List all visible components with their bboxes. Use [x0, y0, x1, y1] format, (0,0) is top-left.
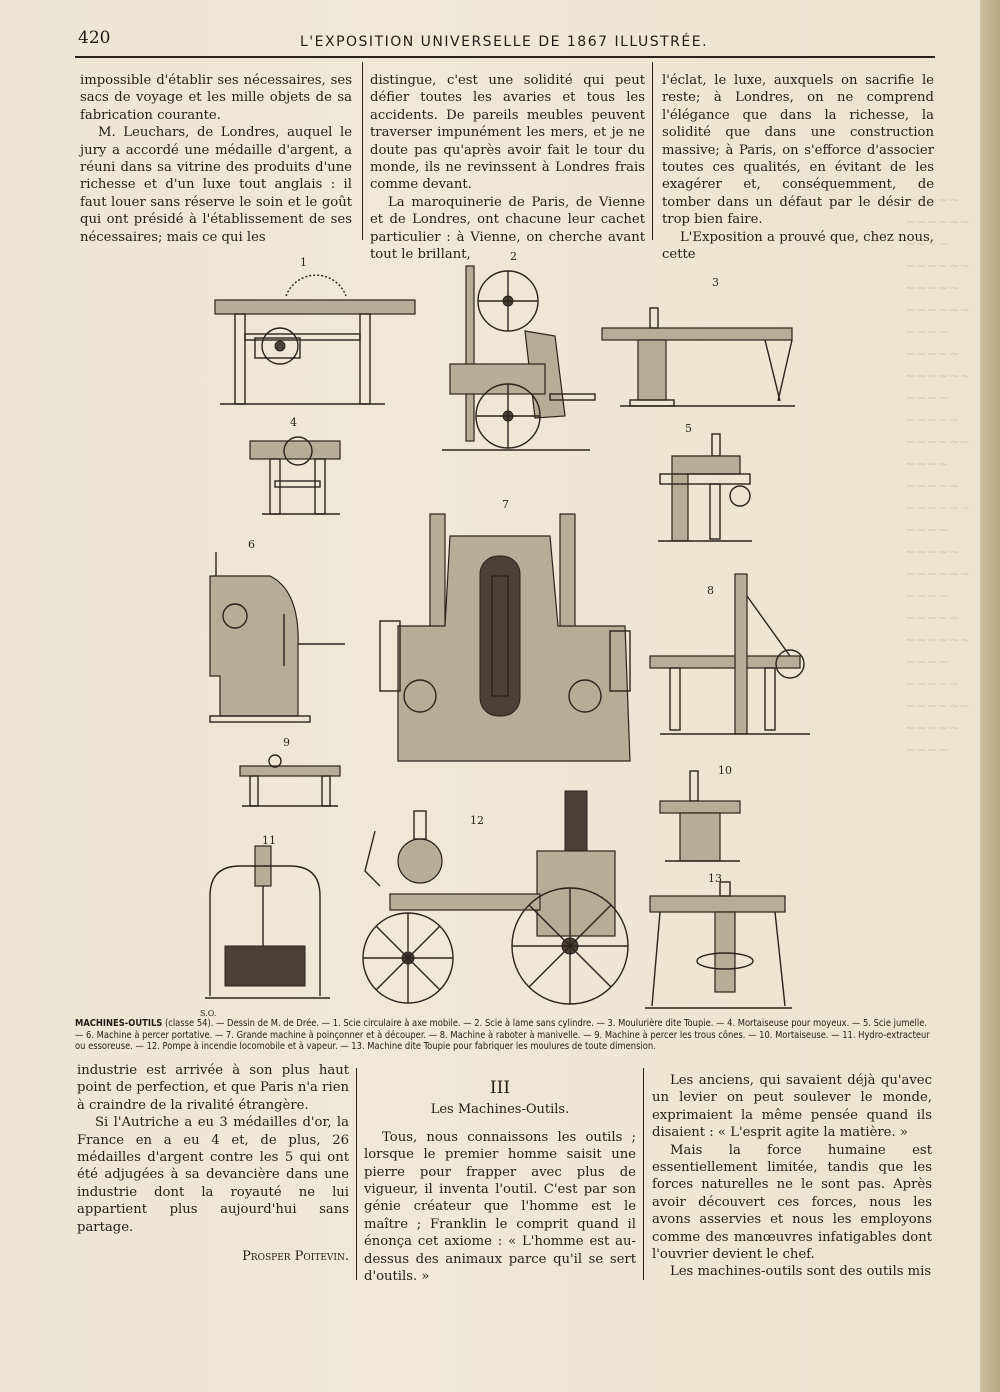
machine-5-scie-jumelle: 5	[658, 422, 752, 542]
machine-9-percer-cones: 9	[239, 736, 341, 807]
machine-8-raboter: 8	[649, 573, 810, 735]
paragraph: M. Leuchars, de Londres, auquel le jury …	[80, 125, 352, 245]
figure-label-8: 8	[707, 584, 714, 597]
figure-label-7: 7	[502, 498, 509, 511]
paragraph: Tous, nous connaissons les outils ; lors…	[364, 1129, 636, 1285]
paragraph: distingue, c'est une solidité qui peut d…	[370, 73, 645, 193]
top-column-1: impossible d'établir ses nécessaires, se…	[80, 72, 352, 246]
machine-tools-engraving: 1 2	[200, 250, 810, 1018]
machine-12-pompe-incendie: 12	[362, 790, 629, 1005]
artist-mark: S.O.	[200, 1009, 216, 1018]
running-title: L'EXPOSITION UNIVERSELLE DE 1867 ILLUSTR…	[300, 34, 709, 50]
paragraph: Les machines-outils sont des outils mis	[670, 1264, 932, 1280]
author-signature: Prosper Poitevin.	[242, 1249, 349, 1265]
paragraph: Mais la force humaine est essentiellemen…	[652, 1142, 932, 1263]
column-divider	[362, 62, 363, 240]
section-number: III	[489, 1078, 511, 1098]
machine-3-toupie: 3	[601, 276, 795, 407]
paragraph: Les anciens, qui savaient déjà qu'avec u…	[652, 1073, 932, 1141]
header-rule	[75, 56, 935, 58]
column-divider	[356, 1068, 357, 1280]
machine-6-percer-portative: 6	[209, 538, 345, 723]
figure-label-6: 6	[248, 538, 255, 551]
column-divider	[643, 1068, 644, 1280]
top-column-3: l'éclat, le luxe, auxquels on sacrifie l…	[662, 72, 934, 263]
figure-caption: MACHINES-OUTILS (classe 54). — Dessin de…	[75, 1018, 930, 1053]
column-divider	[652, 62, 653, 240]
figure-label-12: 12	[470, 814, 484, 827]
book-spine-edge	[980, 0, 1000, 1392]
machine-4-mortaiseuse: 4	[249, 416, 341, 515]
figure-label-5: 5	[685, 422, 692, 435]
paragraph: l'éclat, le luxe, auxquels on sacrifie l…	[662, 73, 934, 228]
machine-11-hydro-extracteur: 11 S.O.	[200, 834, 330, 1018]
machine-1-circular-saw: 1	[214, 256, 416, 405]
caption-text: (classe 54). — Dessin de M. de Drée. — 1…	[75, 1018, 930, 1053]
section-title: Les Machines-Outils.	[430, 1102, 570, 1118]
paragraph: industrie est arrivée à son plus haut po…	[77, 1063, 349, 1113]
machine-10-mortaiseuse: 10	[659, 764, 741, 862]
bottom-column-3: Les anciens, qui savaient déjà qu'avec u…	[652, 1072, 932, 1281]
figure-label-2: 2	[510, 250, 517, 263]
paragraph: Si l'Autriche a eu 3 médailles d'or, la …	[77, 1115, 349, 1235]
bottom-column-1: industrie est arrivée à son plus haut po…	[77, 1062, 349, 1265]
machine-13-toupie: 13	[645, 872, 792, 1009]
machine-2-band-saw: 2	[442, 250, 596, 451]
paragraph: impossible d'établir ses nécessaires, se…	[80, 73, 352, 123]
figure-label-4: 4	[290, 416, 297, 429]
figure-label-11: 11	[262, 834, 276, 847]
figure-label-10: 10	[718, 764, 732, 777]
figure-label-3: 3	[712, 276, 719, 289]
paragraph: L'Exposition a prouvé que, chez nous, ce…	[662, 229, 934, 263]
bottom-column-2: III Les Machines-Outils. Tous, nous conn…	[364, 1074, 636, 1285]
paragraph: La maroquinerie de Paris, de Vienne et d…	[370, 194, 645, 263]
figure-label-9: 9	[283, 736, 290, 749]
show-through-text: ~~~~~~~~~~~~~~~~~~~~~~~~~~~~~~~~~~~~~~~~…	[905, 193, 971, 758]
figure-label-13: 13	[708, 872, 722, 885]
caption-heading: MACHINES-OUTILS	[75, 1018, 163, 1029]
page-number: 420	[78, 28, 111, 48]
machine-7-poinconner: 7	[379, 498, 631, 762]
top-column-2: distingue, c'est une solidité qui peut d…	[370, 72, 645, 263]
figure-label-1: 1	[300, 256, 307, 269]
